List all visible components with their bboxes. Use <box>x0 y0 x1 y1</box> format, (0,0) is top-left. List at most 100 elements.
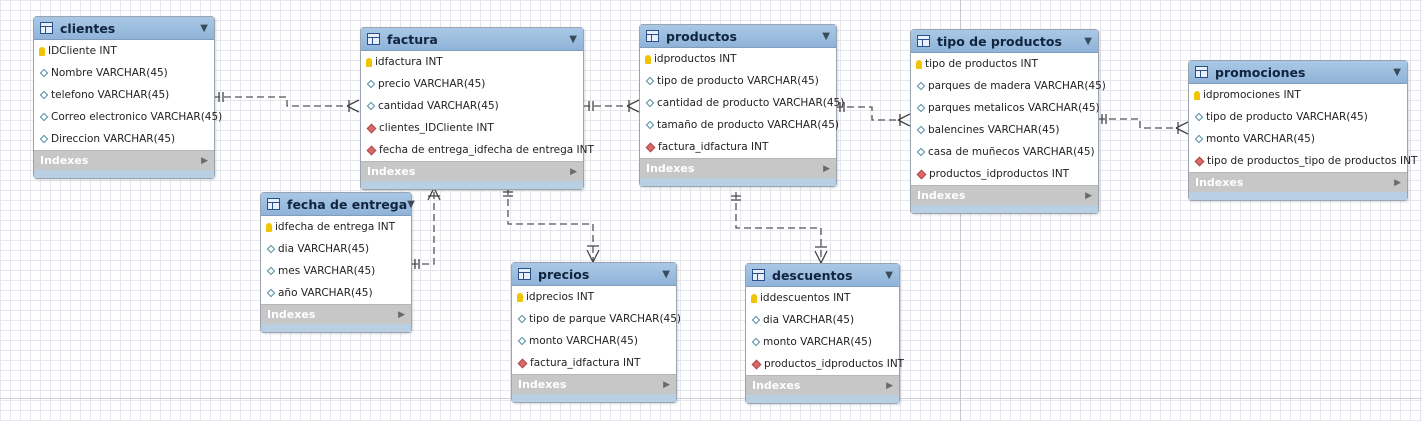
column-label: idfecha de entrega INT <box>275 221 395 233</box>
rel-tipo-promociones <box>1098 118 1176 129</box>
indexes-section[interactable]: Indexes▶ <box>1189 172 1407 192</box>
column-row[interactable]: productos_idproductos INT <box>746 353 904 375</box>
expand-arrow-icon[interactable]: ▶ <box>663 379 670 390</box>
column-row[interactable]: iddescuentos INT <box>746 287 899 309</box>
column-row[interactable]: fecha de entrega_idfecha de entrega INT <box>361 139 594 161</box>
expand-arrow-icon[interactable]: ▶ <box>886 380 893 391</box>
table-fecha-de-entrega[interactable]: fecha de entrega ▼ idfecha de entrega IN… <box>260 192 415 333</box>
column-icon <box>916 81 926 91</box>
indexes-section[interactable]: Indexes ▶ <box>361 161 583 181</box>
column-label: productos_idproductos INT <box>929 168 1070 180</box>
column-row[interactable]: Correo electronico VARCHAR(45) <box>34 106 222 128</box>
column-row[interactable]: monto VARCHAR(45) <box>746 331 899 353</box>
indexes-section[interactable]: Indexes▶ <box>261 304 411 324</box>
table-header[interactable]: clientes ▼ <box>34 17 214 40</box>
column-row[interactable]: casa de muñecos VARCHAR(45) <box>911 141 1098 163</box>
column-row[interactable]: dia VARCHAR(45) <box>261 238 411 260</box>
column-label: clientes_IDCliente INT <box>379 122 494 134</box>
table-header[interactable]: precios ▼ <box>512 263 676 286</box>
column-row[interactable]: telefono VARCHAR(45) <box>34 84 214 106</box>
column-label: mes VARCHAR(45) <box>278 265 376 277</box>
collapse-caret-icon[interactable]: ▼ <box>662 268 670 280</box>
expand-arrow-icon[interactable]: ▶ <box>201 155 208 166</box>
column-row[interactable]: idfactura INT <box>361 51 583 73</box>
indexes-section[interactable]: Indexes▶ <box>640 158 836 178</box>
rel-factura-precios <box>507 188 594 262</box>
column-row[interactable]: balencines VARCHAR(45) <box>911 119 1098 141</box>
table-header[interactable]: factura ▼ <box>361 28 583 51</box>
expand-arrow-icon[interactable]: ▶ <box>1085 190 1092 201</box>
column-row[interactable]: monto VARCHAR(45) <box>512 330 676 352</box>
column-row[interactable]: monto VARCHAR(45) <box>1189 128 1407 150</box>
column-icon <box>366 101 376 111</box>
column-label: idpromociones INT <box>1203 89 1301 101</box>
collapse-caret-icon[interactable]: ▼ <box>1393 66 1401 78</box>
expand-arrow-icon[interactable]: ▶ <box>398 309 405 320</box>
column-row[interactable]: idproductos INT <box>640 48 836 70</box>
table-productos[interactable]: productos ▼ idproductos INT tipo de prod… <box>639 24 844 187</box>
expand-arrow-icon[interactable]: ▶ <box>1394 177 1401 188</box>
foreign-key-icon <box>916 169 927 179</box>
column-row[interactable]: tipo de productos INT <box>911 53 1098 75</box>
column-label: iddescuentos INT <box>760 292 851 304</box>
column-label: parques metalicos VARCHAR(45) <box>928 102 1100 114</box>
column-row[interactable]: año VARCHAR(45) <box>261 282 411 304</box>
collapse-caret-icon[interactable]: ▼ <box>200 22 208 34</box>
column-row[interactable]: tipo de productos_tipo de productos INT <box>1189 150 1417 172</box>
column-row[interactable]: dia VARCHAR(45) <box>746 309 899 331</box>
column-row[interactable]: precio VARCHAR(45) <box>361 73 583 95</box>
primary-key-icon <box>1194 90 1200 100</box>
column-icon <box>916 125 926 135</box>
column-row[interactable]: parques metalicos VARCHAR(45) <box>911 97 1100 119</box>
column-row[interactable]: cantidad de producto VARCHAR(45) <box>640 92 844 114</box>
column-row[interactable]: idprecios INT <box>512 286 676 308</box>
table-factura[interactable]: factura ▼ idfactura INT precio VARCHAR(4… <box>360 27 594 190</box>
table-icon <box>518 268 531 280</box>
column-row[interactable]: Nombre VARCHAR(45) <box>34 62 214 84</box>
expand-arrow-icon[interactable]: ▶ <box>823 163 830 174</box>
column-row[interactable]: productos_idproductos INT <box>911 163 1098 185</box>
table-header[interactable]: productos ▼ <box>640 25 836 48</box>
table-precios[interactable]: precios ▼ idprecios INT tipo de parque V… <box>511 262 681 403</box>
table-header[interactable]: promociones ▼ <box>1189 61 1407 84</box>
column-row[interactable]: tamaño de producto VARCHAR(45) <box>640 114 839 136</box>
indexes-section[interactable]: Indexes▶ <box>746 375 899 395</box>
column-row[interactable]: idpromociones INT <box>1189 84 1407 106</box>
table-header[interactable]: fecha de entrega ▼ <box>261 193 415 216</box>
indexes-label: Indexes <box>367 165 416 178</box>
column-row[interactable]: tipo de parque VARCHAR(45) <box>512 308 681 330</box>
expand-arrow-icon[interactable]: ▶ <box>570 166 577 177</box>
column-row[interactable]: IDCliente INT <box>34 40 214 62</box>
table-header[interactable]: descuentos ▼ <box>746 264 899 287</box>
column-row[interactable]: tipo de producto VARCHAR(45) <box>640 70 836 92</box>
collapse-caret-icon[interactable]: ▼ <box>822 30 830 42</box>
indexes-section[interactable]: Indexes▶ <box>911 185 1098 205</box>
collapse-caret-icon[interactable]: ▼ <box>407 198 415 210</box>
column-label: monto VARCHAR(45) <box>1206 133 1315 145</box>
table-clientes[interactable]: clientes ▼ IDCliente INT Nombre VARCHAR(… <box>33 16 222 179</box>
column-label: monto VARCHAR(45) <box>529 335 638 347</box>
collapse-caret-icon[interactable]: ▼ <box>569 33 577 45</box>
table-promociones[interactable]: promociones ▼ idpromociones INT tipo de … <box>1188 60 1417 201</box>
collapse-caret-icon[interactable]: ▼ <box>1084 35 1092 47</box>
table-icon <box>1195 66 1208 78</box>
indexes-section[interactable]: Indexes▶ <box>512 374 676 394</box>
column-label: Direccion VARCHAR(45) <box>51 133 176 145</box>
column-row[interactable]: mes VARCHAR(45) <box>261 260 411 282</box>
column-row[interactable]: factura_idfactura INT <box>512 352 676 374</box>
foreign-key-icon <box>366 123 377 133</box>
column-row[interactable]: factura_idfactura INT <box>640 136 836 158</box>
column-row[interactable]: clientes_IDCliente INT <box>361 117 583 139</box>
table-header[interactable]: tipo de productos ▼ <box>911 30 1098 53</box>
indexes-section[interactable]: Indexes▶ <box>34 150 214 170</box>
column-row[interactable]: idfecha de entrega INT <box>261 216 411 238</box>
column-label: cantidad VARCHAR(45) <box>378 100 499 112</box>
table-tipo-de-productos[interactable]: tipo de productos ▼ tipo de productos IN… <box>910 29 1106 214</box>
column-row[interactable]: tipo de producto VARCHAR(45) <box>1189 106 1407 128</box>
table-descuentos[interactable]: descuentos ▼ iddescuentos INT dia VARCHA… <box>745 263 904 404</box>
column-row[interactable]: parques de madera VARCHAR(45) <box>911 75 1106 97</box>
column-row[interactable]: Direccion VARCHAR(45) <box>34 128 214 150</box>
column-label: fecha de entrega_idfecha de entrega INT <box>379 144 594 156</box>
collapse-caret-icon[interactable]: ▼ <box>885 269 893 281</box>
column-row[interactable]: cantidad VARCHAR(45) <box>361 95 583 117</box>
